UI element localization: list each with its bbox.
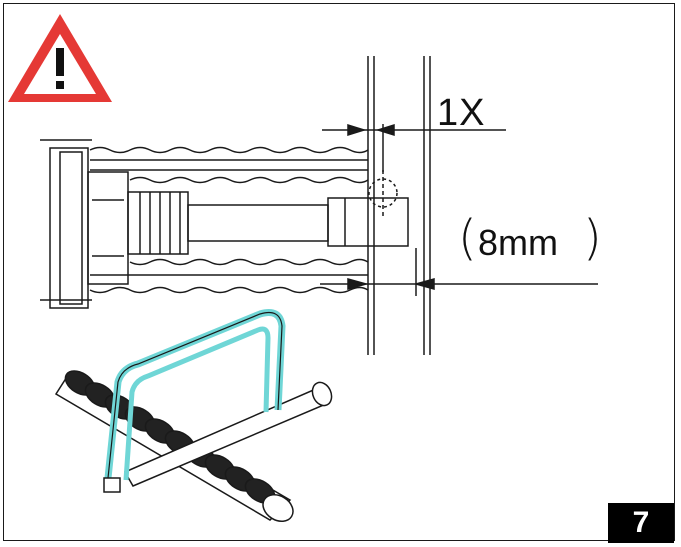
tube-assembly	[40, 139, 409, 309]
dimension-1x	[322, 123, 506, 172]
frame-post	[367, 56, 431, 355]
ribbed-bar	[54, 370, 294, 522]
warning-triangle-icon	[8, 14, 112, 102]
dimension-8mm	[320, 248, 598, 296]
page-frame	[3, 3, 675, 541]
measurement-label: 8mm	[478, 222, 558, 263]
clip-tool	[103, 309, 333, 493]
step-number-badge: 7	[608, 503, 674, 543]
paren-close: )	[583, 210, 602, 266]
paren-open: (	[458, 210, 477, 266]
quantity-label: 1X	[437, 92, 486, 134]
